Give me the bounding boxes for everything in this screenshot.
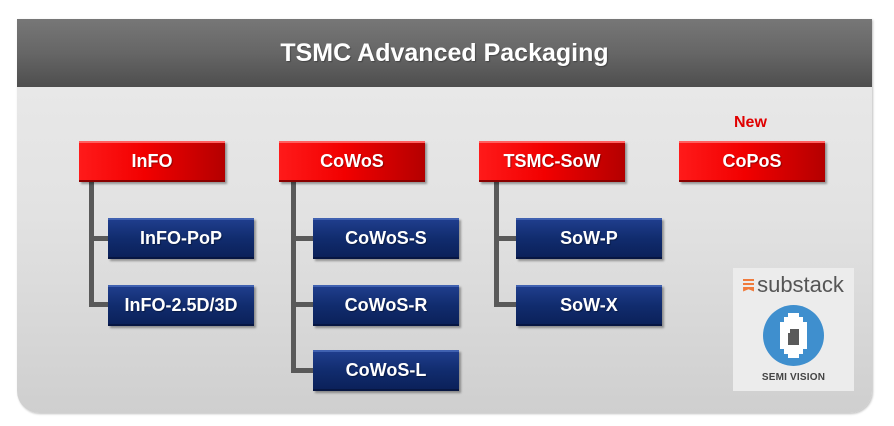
connector-info-vertical — [89, 182, 94, 307]
variant-sow-p: SoW-P — [516, 218, 662, 259]
connector-info-pop — [89, 236, 109, 241]
connector-cowos-vertical — [291, 182, 296, 373]
variant-label: CoWoS-R — [344, 295, 428, 315]
connector-cowos-l — [291, 368, 314, 373]
variant-label: InFO-2.5D/3D — [124, 295, 238, 315]
variant-info-25d-3d: InFO-2.5D/3D — [108, 285, 254, 326]
semi-vision-eye-icon — [763, 305, 824, 366]
variant-label: InFO-PoP — [140, 228, 222, 248]
category-label: CoWoS — [320, 151, 384, 171]
category-label: InFO — [131, 151, 173, 171]
new-badge: New — [734, 114, 767, 131]
diagram-title: TSMC Advanced Packaging — [280, 38, 609, 67]
category-label: TSMC-SoW — [503, 151, 601, 171]
connector-sow-vertical — [494, 182, 499, 307]
category-copos: CoPoS — [679, 141, 825, 182]
connector-sow-x — [494, 302, 517, 307]
diagram-panel: TSMC Advanced Packaging — [17, 19, 872, 413]
connector-sow-p — [494, 236, 517, 241]
semi-vision-logo: substack SEMI VISION — [733, 268, 854, 391]
variant-sow-x: SoW-X — [516, 285, 662, 326]
substack-wordmark: substack — [733, 272, 854, 298]
variant-label: CoWoS-S — [345, 228, 427, 248]
connector-cowos-s — [291, 236, 314, 241]
header-bar: TSMC Advanced Packaging — [17, 19, 872, 87]
substack-brand: substack — [757, 272, 844, 297]
category-cowos: CoWoS — [279, 141, 425, 182]
variant-info-pop: InFO-PoP — [108, 218, 254, 259]
semi-vision-caption: SEMI VISION — [761, 372, 826, 383]
substack-bookmark-icon — [743, 278, 755, 292]
connector-info-25d3d — [89, 302, 109, 307]
variant-cowos-s: CoWoS-S — [313, 218, 459, 259]
variant-cowos-l: CoWoS-L — [313, 350, 459, 391]
category-info: InFO — [79, 141, 225, 182]
variant-label: SoW-P — [560, 228, 618, 248]
variant-cowos-r: CoWoS-R — [313, 285, 459, 326]
variant-label: SoW-X — [560, 295, 618, 315]
connector-cowos-r — [291, 302, 314, 307]
category-label: CoPoS — [722, 151, 782, 171]
category-tsmc-sow: TSMC-SoW — [479, 141, 625, 182]
variant-label: CoWoS-L — [345, 360, 427, 380]
